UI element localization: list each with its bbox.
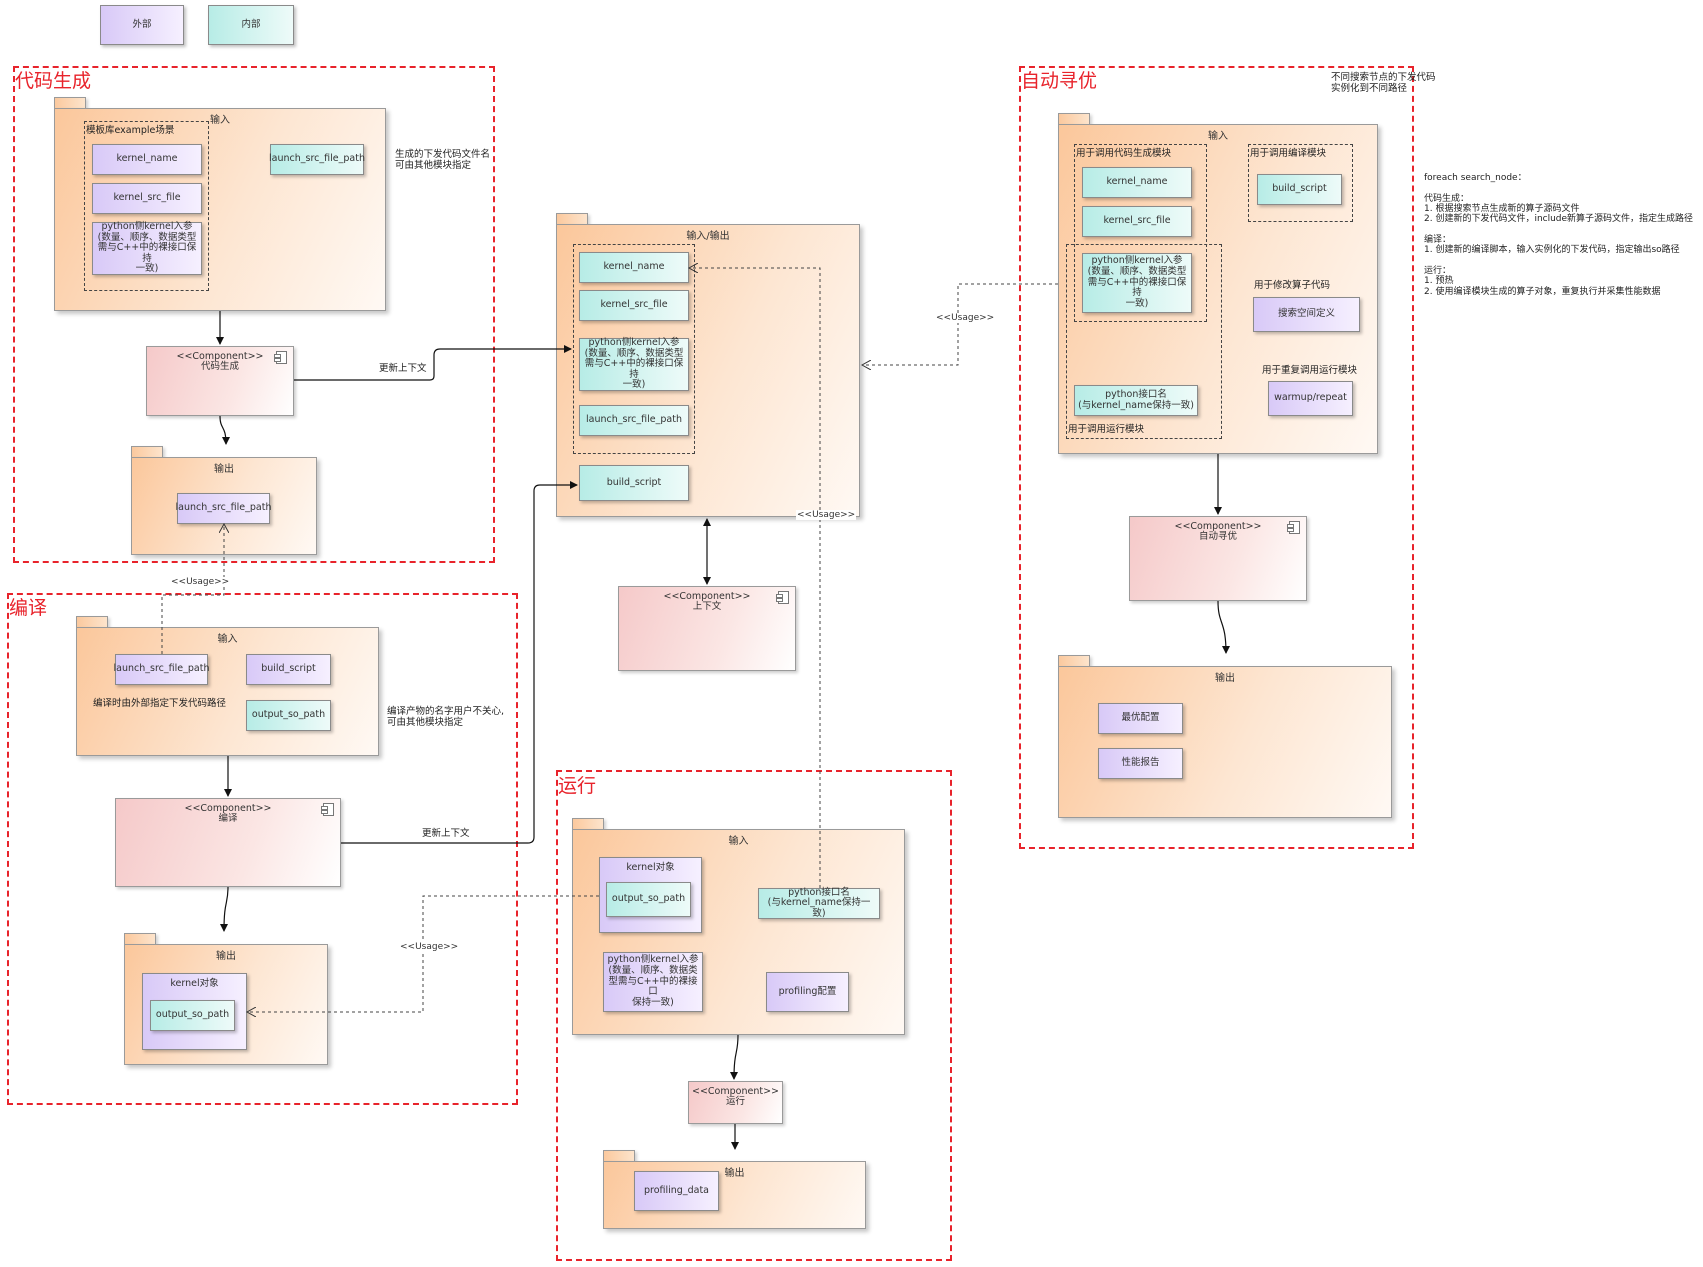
template-library-group — [84, 121, 209, 291]
autotune-component-stereotype: <<Component>> — [1174, 521, 1262, 532]
compile-component-stereotype: <<Component>> — [184, 803, 272, 814]
context-kernel-src-file: kernel_src_file — [579, 290, 689, 321]
context-io-label: 输入/输出 — [686, 231, 730, 242]
edge-label-update-context-1: 更新上下文 — [379, 363, 427, 374]
compile-component-name: 编译 — [218, 813, 238, 825]
compile-group-title: 编译 — [9, 597, 48, 619]
codegen-component: <<Component>> 代码生成 — [146, 346, 294, 416]
autotune-group — [1019, 66, 1414, 849]
run-component-stereotype: <<Component>> — [692, 1086, 779, 1097]
autotune-input-label: 输入 — [1208, 131, 1228, 142]
autotune-run-group-label: 用于调用运行模块 — [1068, 424, 1145, 435]
autotune-modify-label: 用于修改算子代码 — [1254, 280, 1331, 291]
compile-output-so-path: output_so_path — [246, 700, 331, 731]
codegen-kernel-name: kernel_name — [92, 144, 202, 175]
compile-launch-src-file-path: launch_src_file_path — [114, 654, 209, 685]
autotune-codegen-group-label: 用于调用代码生成模块 — [1076, 148, 1172, 159]
autotune-repeat-label: 用于重复调用运行模块 — [1262, 365, 1358, 376]
autotune-kernel-name: kernel_name — [1082, 167, 1192, 198]
codegen-kernel-src-file: kernel_src_file — [92, 183, 202, 214]
autotune-output-label: 输出 — [1215, 673, 1235, 684]
autotune-python-kernel-args: python侧kernel入参 (数量、顺序、数据类型 需与C++中的裸接口保持… — [1082, 253, 1192, 313]
autotune-component: <<Component>> 自动寻优 — [1129, 516, 1307, 601]
run-component: <<Component>> 运行 — [688, 1081, 783, 1124]
autotune-best-config: 最优配置 — [1098, 703, 1183, 734]
compile-output-label: 输出 — [216, 951, 236, 962]
context-component: <<Component>> 上下文 — [618, 586, 796, 671]
component-icon — [321, 803, 334, 816]
run-component-name: 运行 — [725, 1096, 745, 1108]
autotune-perf-report: 性能报告 — [1098, 748, 1183, 779]
context-kernel-name: kernel_name — [579, 252, 689, 283]
edge-label-usage-run-context: <<Usage>> — [796, 510, 857, 520]
side-note: foreach search_node： 代码生成： 1. 根据搜索节点生成新的… — [1424, 173, 1694, 297]
component-icon — [1287, 521, 1300, 534]
codegen-output-launch-src-file-path: launch_src_file_path — [176, 493, 271, 524]
autotune-top-note: 不同搜索节点的下发代码 实例化到不同路径 — [1331, 72, 1436, 94]
compile-output-package-tab — [124, 933, 156, 946]
codegen-python-kernel-args: python侧kernel入参 (数量、顺序、数据类型 需与C++中的裸接口保持… — [92, 221, 202, 275]
run-output-label: 输出 — [724, 1168, 745, 1179]
compile-build-script: build_script — [246, 654, 331, 685]
compile-group — [7, 593, 518, 1105]
autotune-output-package-tab — [1058, 655, 1090, 668]
autotune-python-interface-name: python接口名 (与kernel_name保持一致) — [1074, 385, 1198, 416]
edge-label-usage-run-compile: <<Usage>> — [399, 942, 460, 952]
legend-external: 外部 — [100, 5, 184, 45]
compile-component: <<Component>> 编译 — [115, 798, 341, 887]
compile-input-label: 输入 — [217, 634, 238, 645]
codegen-group-title: 代码生成 — [15, 70, 92, 92]
codegen-launch-src-file-path: launch_src_file_path — [269, 144, 365, 175]
autotune-compile-group-label: 用于调用编译模块 — [1250, 148, 1327, 159]
compile-note: 编译产物的名字用户不关心, 可由其他模块指定 — [387, 706, 505, 728]
autotune-build-script: build_script — [1257, 174, 1342, 205]
run-python-interface-name: python接口名 (与kernel_name保持一致) — [758, 887, 880, 919]
codegen-output-package-tab — [131, 446, 163, 459]
autotune-component-name: 自动寻优 — [1198, 531, 1237, 543]
compile-input-package: 输入 — [76, 627, 379, 756]
autotune-compile-group — [1248, 144, 1353, 222]
context-build-script: build_script — [579, 465, 689, 501]
autotune-kernel-src-file: kernel_src_file — [1082, 206, 1192, 237]
codegen-output-label: 输出 — [214, 464, 234, 475]
context-launch-src-file-path: launch_src_file_path — [579, 405, 689, 436]
context-python-kernel-args: python侧kernel入参 (数量、顺序、数据类型 需与C++中的裸接口保持… — [579, 337, 689, 391]
codegen-component-name: 代码生成 — [200, 361, 239, 373]
run-kernel-object-label: kernel对象 — [626, 862, 675, 873]
edge-label-usage-autotune-context: <<Usage>> — [935, 313, 996, 323]
run-profiling-config: profiling配置 — [766, 972, 849, 1012]
legend-internal: 内部 — [208, 5, 294, 45]
autotune-group-title: 自动寻优 — [1021, 70, 1098, 92]
run-python-kernel-args: python侧kernel入参 (数量、顺序、数据类 型需与C++中的裸接口 保… — [603, 952, 703, 1012]
run-group-title: 运行 — [558, 775, 597, 797]
context-component-name: 上下文 — [692, 601, 722, 613]
compile-inner-note: 编译时由外部指定下发代码路径 — [93, 698, 227, 709]
template-library-label: 模板库example场景 — [86, 125, 175, 136]
run-input-label: 输入 — [728, 836, 749, 847]
edge-label-usage-codegen-compile: <<Usage>> — [170, 577, 231, 587]
edge-label-update-context-2: 更新上下文 — [422, 828, 470, 839]
codegen-group — [13, 66, 495, 563]
run-output-profiling-data: profiling_data — [634, 1171, 719, 1211]
codegen-input-package-tab — [54, 97, 86, 110]
autotune-run-group — [1066, 244, 1222, 439]
codegen-component-stereotype: <<Component>> — [176, 351, 264, 362]
component-icon — [274, 351, 287, 364]
autotune-warmup-repeat: warmup/repeat — [1268, 381, 1353, 416]
codegen-input-label: 输入 — [210, 115, 230, 126]
compile-input-package-tab — [76, 616, 108, 629]
autotune-input-package-tab — [1058, 113, 1090, 126]
autotune-codegen-group — [1074, 144, 1207, 322]
run-output-so-path: output_so_path — [606, 882, 691, 917]
compile-output-kernel-object-label: kernel对象 — [170, 978, 219, 989]
autotune-output-package: 输出 — [1058, 666, 1392, 818]
compile-output-so-path-item: output_so_path — [150, 1000, 235, 1031]
context-package-tab — [556, 213, 588, 226]
codegen-note: 生成的下发代码文件名 可由其他模块指定 — [395, 149, 491, 171]
component-icon — [776, 591, 789, 604]
run-output-package-tab — [603, 1150, 635, 1163]
autotune-search-space: 搜索空间定义 — [1253, 297, 1360, 332]
